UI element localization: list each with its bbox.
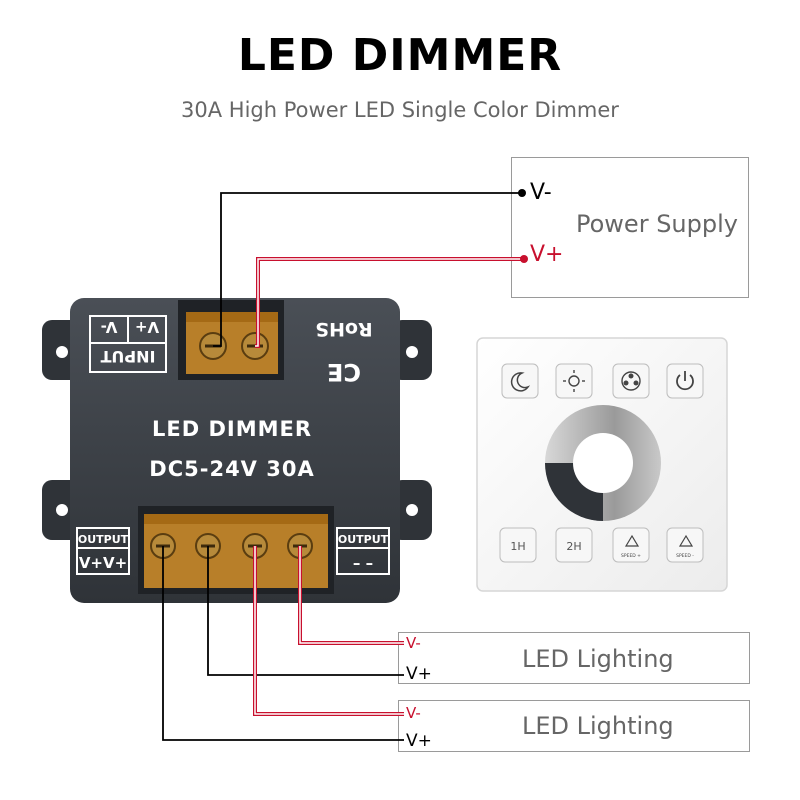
svg-text:1H: 1H [510, 540, 525, 553]
wire-supply-positive [255, 255, 528, 348]
dimmer-name: LED DIMMER [152, 417, 312, 441]
svg-text:2H: 2H [566, 540, 581, 553]
lighting-2-neg-label: V- [406, 704, 421, 722]
remote-button-1h[interactable]: 1H [499, 527, 537, 563]
svg-text:SPEED -: SPEED - [676, 553, 694, 559]
output-left-label: OUTPUT [78, 533, 129, 546]
power-icon [676, 371, 694, 391]
led-lighting-label-2: LED Lighting [522, 712, 674, 740]
wire-light1-negative [298, 546, 404, 645]
rohs-mark: RoHS [315, 318, 372, 340]
output-left-terms: V+V+ [79, 554, 127, 572]
led-lighting-box-2 [398, 700, 750, 752]
remote-button-bright[interactable] [555, 363, 593, 399]
wire-light2-positive [162, 546, 404, 741]
power-supply-neg-label: V- [530, 180, 552, 205]
dimmer-device: INPUT V+ V- RoHS CE LED DIMMER DC5-24V 3… [42, 298, 432, 603]
output-right-terms: – – [353, 554, 373, 572]
input-term-pos: V+ [135, 318, 159, 336]
led-lighting-box-1 [398, 632, 750, 684]
page-title: LED DIMMER [237, 30, 563, 81]
remote-button-speed-up[interactable]: SPEED + [612, 527, 650, 563]
wire-supply-negative [213, 189, 526, 347]
wire-light1-positive [207, 546, 404, 676]
remote-button-2h[interactable]: 2H [555, 527, 593, 563]
svg-text:SPEED +: SPEED + [621, 553, 641, 559]
power-supply-label: Power Supply [576, 210, 738, 238]
led-lighting-label-1: LED Lighting [522, 645, 674, 673]
input-label: INPUT [100, 347, 155, 366]
remote-button-speed-down[interactable]: SPEED - [666, 527, 704, 563]
remote-button-power[interactable] [666, 363, 704, 399]
power-supply-pos-label: V+ [530, 242, 564, 267]
sun-icon [563, 370, 585, 392]
input-term-neg: V- [101, 318, 118, 336]
remote-button-night[interactable] [501, 363, 539, 399]
lighting-1-neg-label: V- [406, 634, 421, 652]
remote-panel: 1H 2H SPEED + SPEED - [476, 337, 728, 592]
dimmer-spec: DC5-24V 30A [149, 457, 314, 481]
lighting-2-pos-label: V+ [406, 731, 432, 751]
power-supply-box [511, 157, 749, 298]
page-subtitle: 30A High Power LED Single Color Dimmer [181, 98, 619, 122]
remote-button-mode[interactable] [612, 363, 650, 399]
ce-mark: CE [327, 358, 361, 386]
rocket-icon [678, 534, 694, 547]
flower-icon [621, 371, 641, 391]
output-right-label: OUTPUT [338, 533, 389, 546]
moon-icon [510, 372, 531, 392]
lighting-1-pos-label: V+ [406, 664, 432, 684]
wire-light2-negative [253, 546, 404, 716]
brightness-touch-ring[interactable] [545, 405, 661, 521]
rocket-icon [624, 534, 640, 547]
